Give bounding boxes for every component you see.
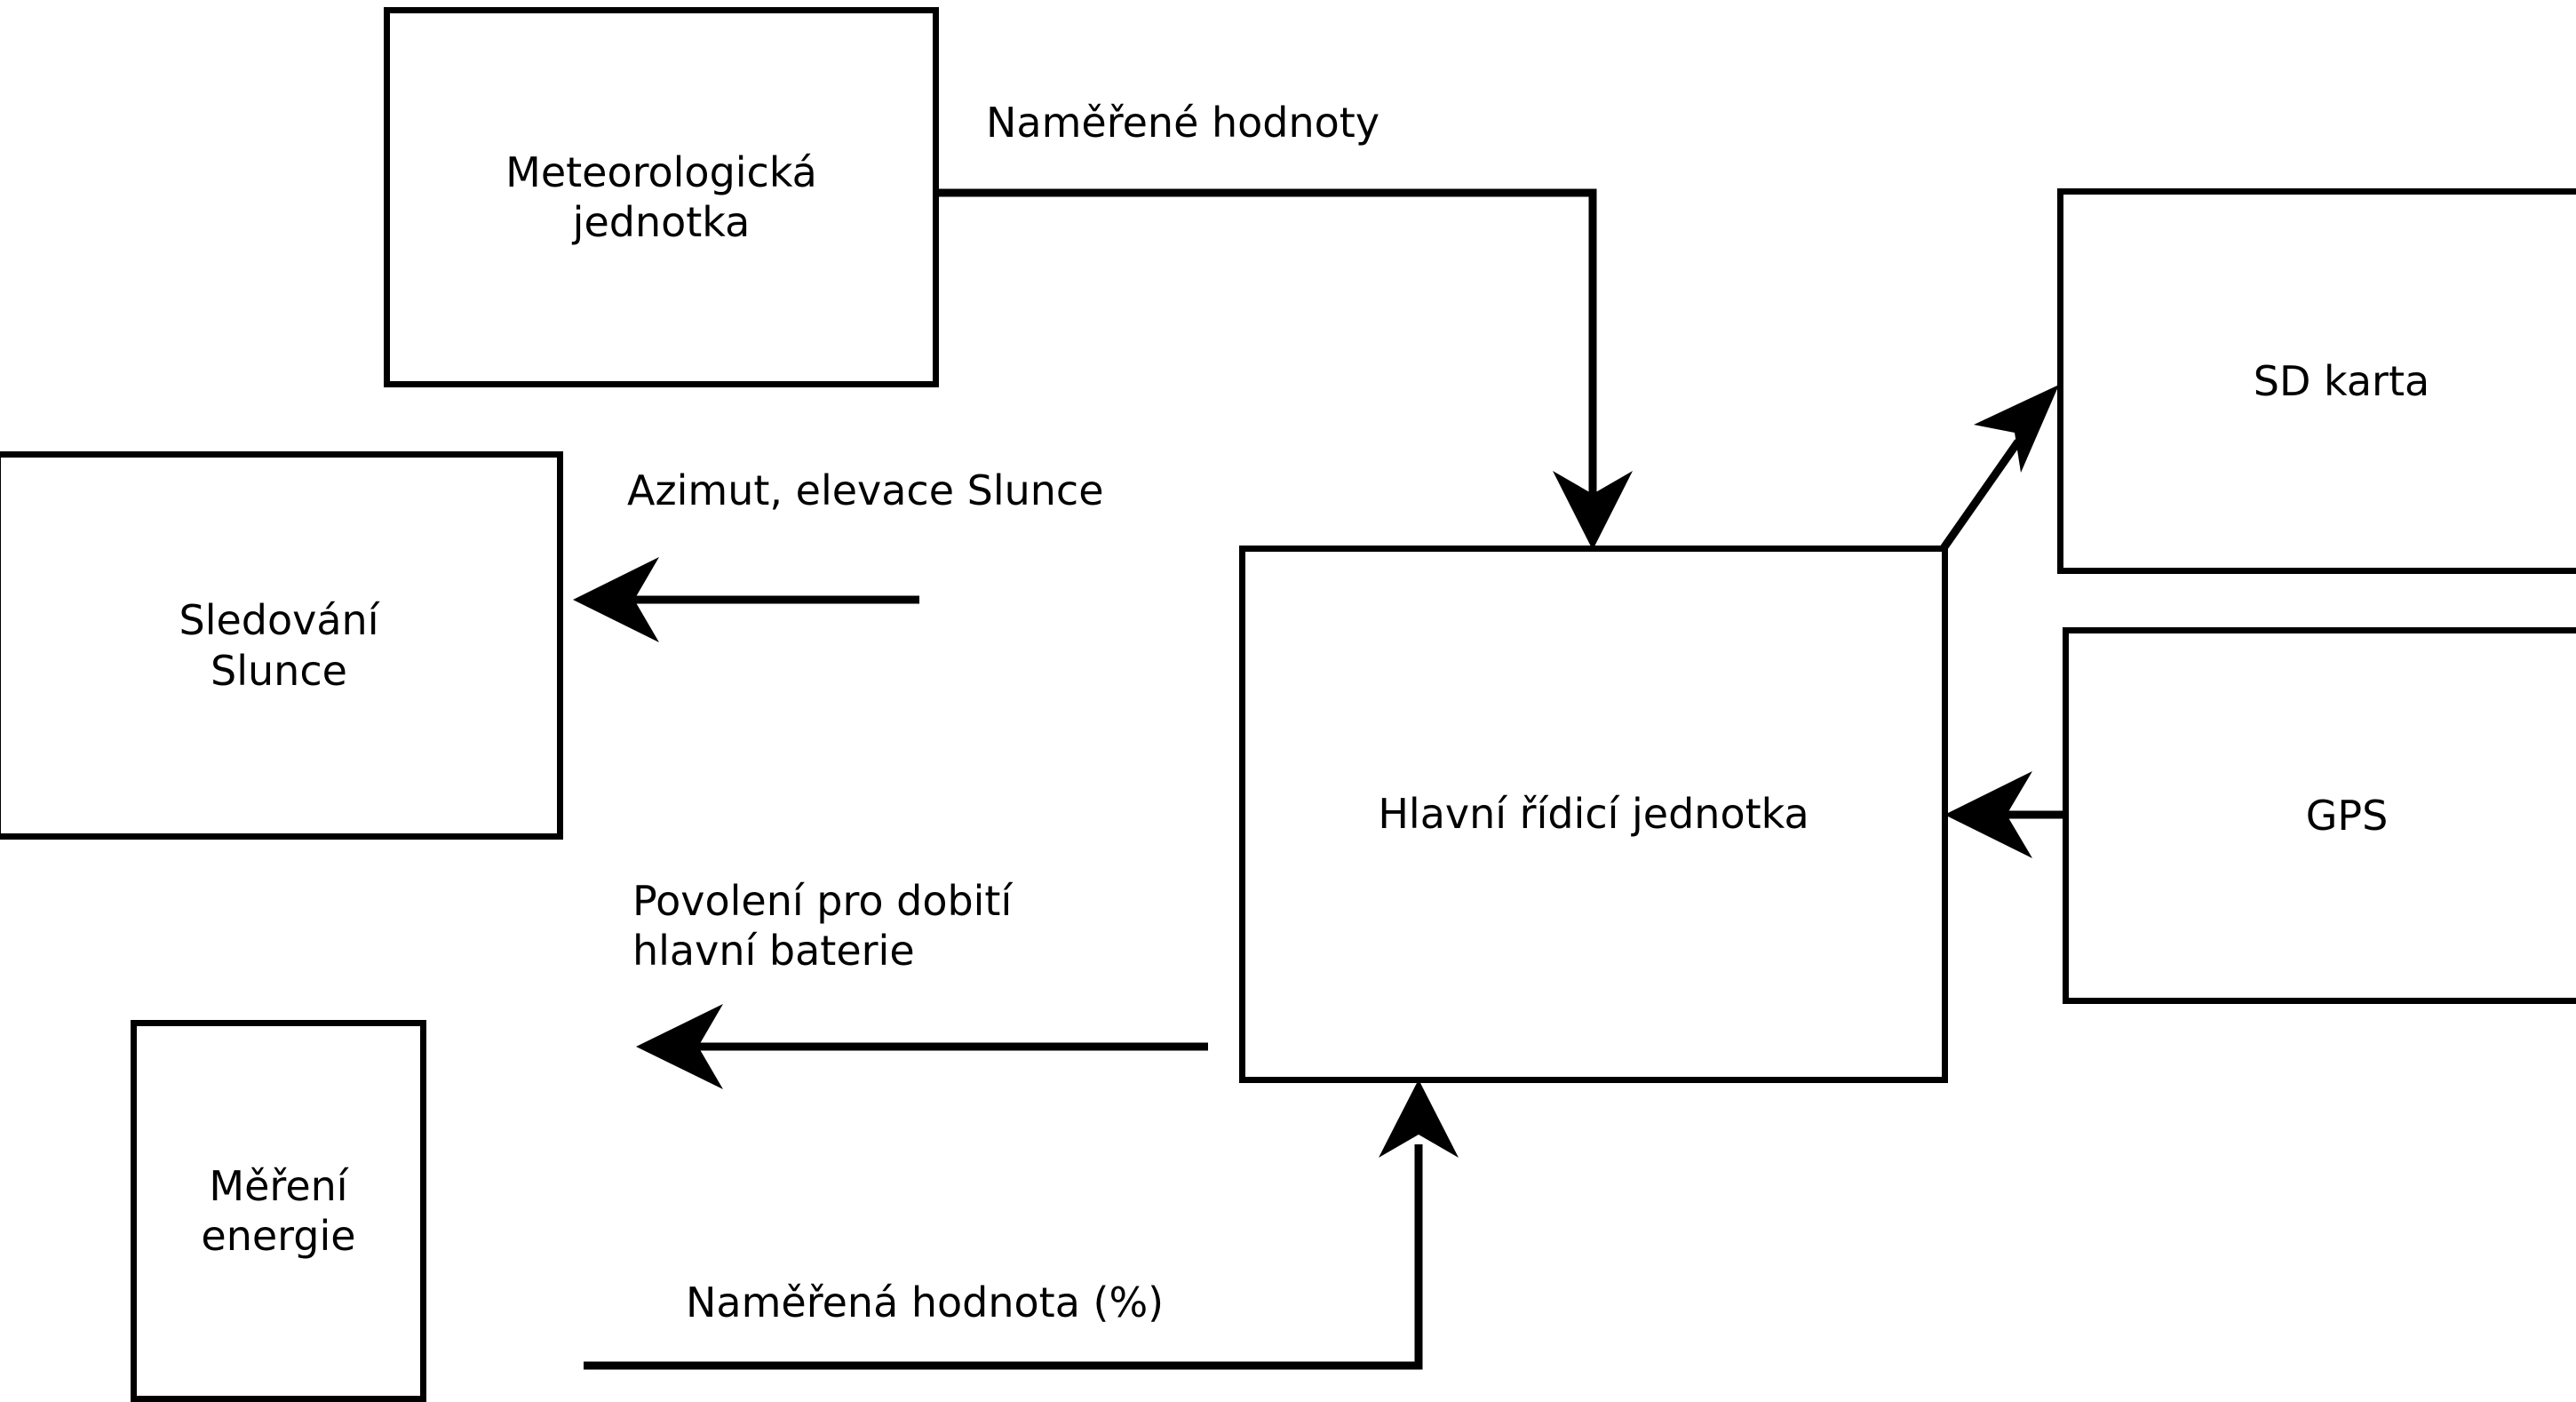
connector-main-to-energy (636, 1004, 1208, 1089)
edge-label-namerene-hodnoty: Naměřené hodnoty (986, 99, 1380, 147)
node-label-meteo: Meteorologická jednotka (505, 147, 817, 246)
node-label-tracking: Sledování Slunce (179, 596, 379, 695)
node-meteorologicka-jednotka[interactable]: Meteorologická jednotka (384, 7, 939, 387)
edge-label-namerena-hodnota: Naměřená hodnota (%) (686, 1279, 1165, 1326)
connector-main-to-tracking (573, 557, 919, 642)
connector-gps-to-main (1944, 771, 2063, 858)
node-mereni-energie[interactable]: Měření energie (131, 1020, 426, 1402)
node-sledovani-slunce[interactable]: Sledování Slunce (0, 451, 563, 840)
node-label-main: Hlavní řídicí jednotka (1378, 790, 1809, 839)
connector-main-to-sdcard (1940, 385, 2059, 551)
node-gps[interactable]: GPS (2063, 627, 2576, 1004)
node-label-gps: GPS (2305, 791, 2389, 840)
edge-label-povoleni-pro-dobiti: Povolení pro dobití hlavní baterie (632, 877, 1013, 976)
node-label-energy: Měření energie (201, 1161, 356, 1260)
node-hlavni-ridici-jednotka[interactable]: Hlavní řídicí jednotka (1239, 546, 1948, 1083)
edge-label-azimut-elevace-slunce: Azimut, elevace Slunce (627, 466, 1104, 514)
node-label-sdcard: SD karta (2253, 356, 2430, 405)
node-sd-karta[interactable]: SD karta (2057, 188, 2576, 574)
